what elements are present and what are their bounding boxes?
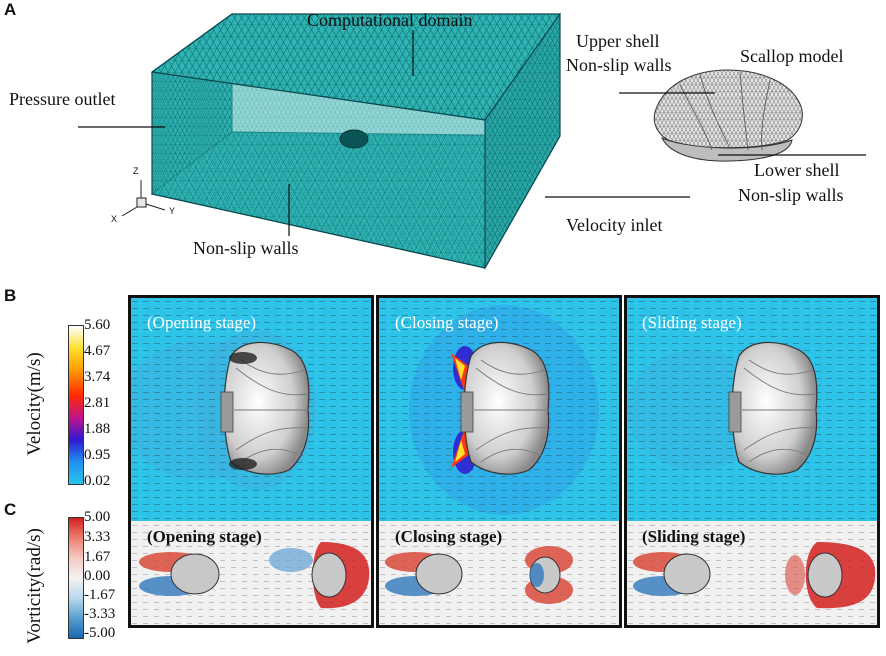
velocity-tick-4: 1.88: [84, 421, 111, 437]
opening-stage-title-b: (Opening stage): [147, 313, 257, 332]
axis-triad: [121, 180, 166, 217]
lower-shell-walls-label: Non-slip walls: [738, 185, 844, 205]
velocity-tick-1: 4.67: [84, 343, 111, 359]
velocity-tick-5: 0.95: [84, 447, 111, 463]
velocity-inlet-label: Velocity inlet: [566, 215, 663, 235]
vorticity-tick-1: 3.33: [84, 529, 111, 545]
vorticity-tick-2: 1.67: [84, 549, 111, 565]
computational-domain-mesh: [78, 12, 866, 270]
velocity-tick-6: 0.02: [84, 473, 111, 489]
upper-shell-label: Upper shell: [576, 31, 660, 51]
vorticity-tick-0: 5.00: [84, 509, 111, 525]
sliding-stage-title-c: (Sliding stage): [642, 527, 746, 546]
vorticity-tick-5: -3.33: [84, 606, 116, 622]
velocity-colorbar: [68, 325, 84, 485]
scallop-model-mesh: [619, 69, 866, 162]
panel-a-label: A: [4, 0, 17, 19]
closing-stage-title-b: (Closing stage): [395, 313, 499, 332]
opening-stage-title-c: (Opening stage): [147, 527, 262, 546]
opening-stage-field: [131, 298, 371, 625]
axis-y-label: Y: [169, 206, 176, 216]
velocity-tick-3: 2.81: [84, 395, 111, 411]
panel-b-label: B: [4, 286, 17, 305]
axis-x-label: X: [111, 214, 118, 224]
velocity-colorbar-title: Velocity(m/s): [24, 352, 45, 456]
sliding-stage-title-b: (Sliding stage): [642, 313, 742, 332]
computational-domain-label: Computational domain: [307, 10, 473, 30]
vorticity-colorbar: [68, 517, 84, 639]
vorticity-tick-3: 0.00: [84, 568, 111, 584]
pressure-outlet-label: Pressure outlet: [9, 89, 116, 109]
velocity-tick-0: 5.60: [84, 317, 111, 333]
sliding-stage-field: [627, 298, 877, 625]
non-slip-walls-label: Non-slip walls: [193, 238, 299, 258]
upper-shell-walls-label: Non-slip walls: [566, 55, 672, 75]
sliding-stage-panel: [624, 295, 880, 628]
lower-shell-label: Lower shell: [754, 160, 840, 180]
scallop-model-label: Scallop model: [740, 46, 844, 66]
vorticity-tick-4: -1.67: [84, 587, 116, 603]
axis-z-label: Z: [133, 166, 139, 176]
closing-stage-title-c: (Closing stage): [395, 527, 503, 546]
vorticity-tick-6: -5.00: [84, 625, 116, 641]
closing-stage-field: [379, 298, 619, 625]
velocity-tick-2: 3.74: [84, 369, 111, 385]
opening-stage-panel: [128, 295, 374, 628]
vorticity-colorbar-title: Vorticity(rad/s): [24, 528, 45, 644]
panel-c-label: C: [4, 500, 17, 519]
closing-stage-panel: [376, 295, 622, 628]
